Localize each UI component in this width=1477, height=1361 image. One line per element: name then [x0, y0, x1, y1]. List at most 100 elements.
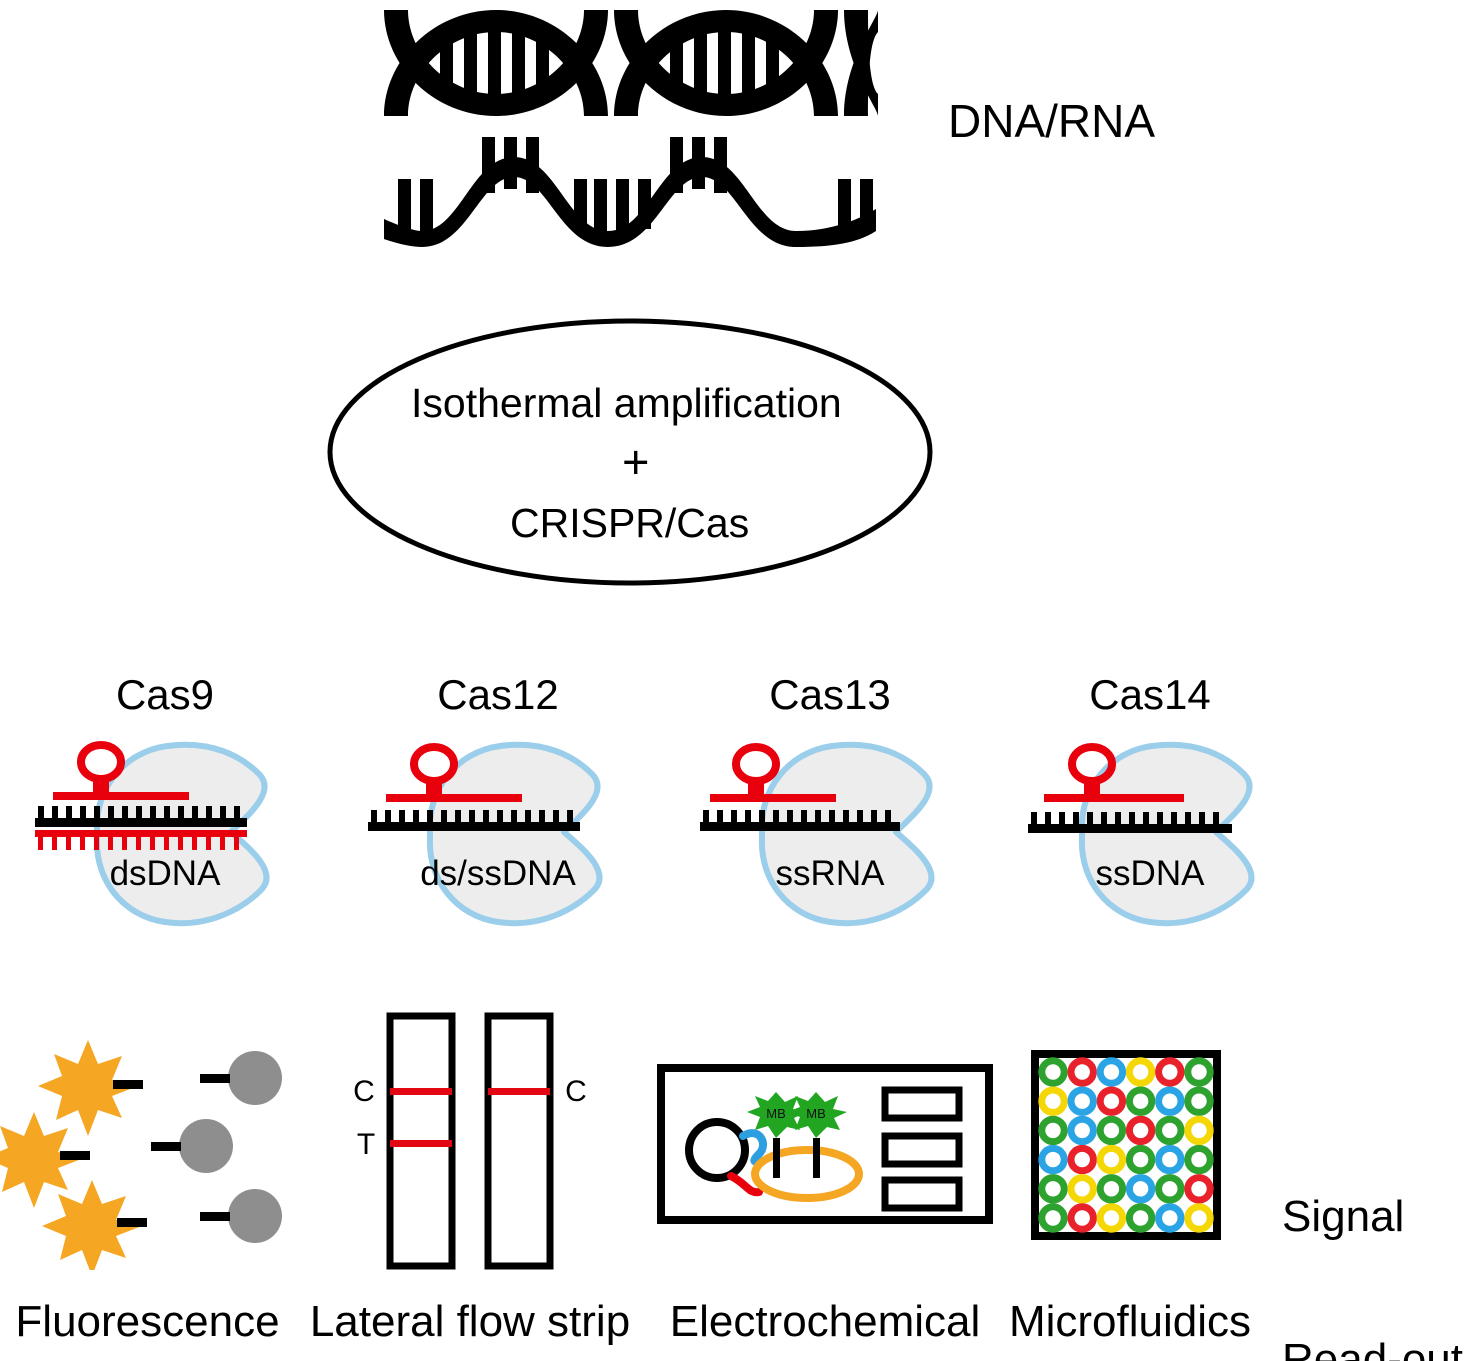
microfluidic-well	[1096, 1174, 1127, 1204]
target-strand-black	[35, 806, 247, 827]
reaction-stage-group: Isothermal amplification + CRISPR/Cas	[0, 0, 1477, 620]
cas14-complex-illustration	[1028, 741, 1255, 927]
microfluidic-well	[1155, 1086, 1185, 1116]
cas-title-cas13: Cas13	[769, 671, 891, 718]
strip-line-label-c-right: C	[565, 1075, 587, 1108]
microfluidic-well	[1067, 1115, 1097, 1146]
cas13-substrate-label: ssRNA	[775, 854, 885, 893]
quencher-tails	[151, 1074, 230, 1221]
microfluidic-well	[1125, 1203, 1156, 1233]
fluorophore-tails	[60, 1080, 147, 1227]
plus-operator: +	[622, 435, 650, 488]
readout-label-electrochemical: Electrochemical	[669, 1297, 981, 1346]
microfluidic-well	[1125, 1144, 1156, 1175]
microfluidic-well	[1096, 1057, 1127, 1087]
lateral-flow-strip-negative	[484, 1012, 554, 1270]
dna-double-helix-icon	[384, 10, 878, 116]
complementary-strand-red	[35, 830, 247, 850]
microfluidic-well	[1096, 1115, 1127, 1146]
signal-readout-line1: Signal	[1282, 1192, 1405, 1242]
svg-text:MB: MB	[806, 1106, 826, 1121]
strip-line-label-t: T	[357, 1128, 375, 1161]
cas-panel-cas13: Cas13	[700, 660, 1000, 950]
lateral-flow-strips-illustration: C T C	[353, 1012, 587, 1270]
guide-rna-red	[53, 741, 189, 800]
microfluidic-well	[1155, 1174, 1185, 1204]
quencher-group	[179, 1051, 282, 1243]
microfluidic-well	[1038, 1203, 1068, 1233]
microfluidic-well	[1155, 1144, 1185, 1175]
microfluidic-well	[1096, 1144, 1127, 1175]
cas-effector-row: Cas9	[0, 660, 1477, 960]
microfluidic-well	[1184, 1203, 1214, 1233]
cas-panel-cas9: Cas9	[35, 660, 335, 950]
microfluidic-well	[1184, 1057, 1214, 1087]
microfluidic-well	[1155, 1203, 1185, 1233]
signal-readout-heading: Signal Read-out	[1282, 1098, 1463, 1361]
cas12-complex-illustration	[368, 741, 603, 927]
fluorophore-quencher-illustration	[0, 1040, 282, 1270]
svg-text:MB: MB	[766, 1106, 786, 1121]
fluorophore-group	[0, 1040, 142, 1270]
microfluidic-well	[1038, 1144, 1068, 1175]
microfluidic-well	[1155, 1057, 1185, 1087]
readout-method-fluorescence: Fluorescence	[0, 1000, 300, 1346]
microfluidic-well	[1038, 1086, 1068, 1116]
isothermal-amplification-label: Isothermal amplification	[411, 380, 842, 426]
mb-reporter-2: MB	[787, 1092, 847, 1138]
guide-rna-red	[386, 743, 522, 802]
readout-label-fluorescence: Fluorescence	[15, 1297, 280, 1346]
cas-title-cas12: Cas12	[437, 671, 559, 718]
crispr-cas-label: CRISPR/Cas	[510, 500, 750, 546]
readout-label-microfluidics: Microfluidics	[1008, 1297, 1252, 1346]
microfluidic-well	[1096, 1086, 1127, 1116]
microfluidic-well	[1125, 1057, 1156, 1087]
cas14-substrate-label: ssDNA	[1095, 854, 1205, 893]
microfluidic-well	[1038, 1057, 1068, 1087]
microfluidic-well	[1184, 1174, 1214, 1204]
target-strand-black	[700, 810, 900, 831]
target-strand-black	[368, 810, 580, 831]
microfluidic-well	[1038, 1174, 1068, 1204]
guide-rna-red	[1044, 743, 1184, 802]
cas9-complex-illustration	[35, 741, 270, 927]
cas-title-cas14: Cas14	[1089, 671, 1211, 718]
microfluidic-well	[1067, 1174, 1097, 1204]
readout-method-lateral-flow: C T C Lateral flow strip	[300, 1000, 640, 1346]
target-strand-black	[1028, 812, 1232, 833]
strip-line-label-c-left: C	[353, 1075, 375, 1108]
cas12-substrate-label: ds/ssDNA	[420, 854, 576, 893]
lateral-flow-strip-positive	[386, 1012, 456, 1270]
readout-method-electrochemical: MB MB Electrochemical	[645, 1000, 1005, 1346]
microfluidic-well	[1067, 1203, 1097, 1233]
microfluidic-well	[1096, 1203, 1127, 1233]
readout-method-microfluidics: Microfluidics	[1005, 1000, 1255, 1346]
cas-panel-cas12: Cas12	[368, 660, 668, 950]
microfluidic-well	[1067, 1144, 1097, 1175]
microfluidic-well	[1067, 1057, 1097, 1087]
dna-rna-label: DNA/RNA	[948, 95, 1156, 147]
microfluidic-well	[1125, 1086, 1156, 1116]
reaction-ellipse	[327, 318, 933, 586]
readout-label-lateral-flow: Lateral flow strip	[309, 1297, 631, 1346]
cas9-substrate-label: dsDNA	[109, 854, 221, 893]
microfluidic-well	[1155, 1115, 1185, 1146]
microfluidic-well	[1067, 1086, 1097, 1116]
mb-reporter-1: MB	[747, 1092, 807, 1138]
microfluidic-well	[1038, 1115, 1068, 1146]
signal-readout-line2: Read-out	[1282, 1334, 1464, 1361]
electrochemical-sensor-illustration: MB MB	[657, 1064, 993, 1224]
microfluidic-well	[1184, 1144, 1214, 1175]
readout-stage-row: Fluorescence C T C Lateral flow	[0, 1000, 1477, 1361]
microfluidic-well-array-illustration	[1031, 1050, 1221, 1240]
microfluidic-well	[1125, 1115, 1156, 1146]
microfluidic-well	[1125, 1174, 1156, 1204]
cas-panel-cas14: Cas14	[1020, 660, 1320, 950]
microfluidic-well	[1184, 1115, 1214, 1146]
microfluidic-well	[1184, 1086, 1214, 1116]
cas13-complex-illustration	[700, 741, 935, 927]
guide-rna-red	[710, 743, 836, 802]
rna-single-strand-icon	[384, 137, 876, 247]
input-stage-group: DNA/RNA	[0, 0, 1477, 300]
